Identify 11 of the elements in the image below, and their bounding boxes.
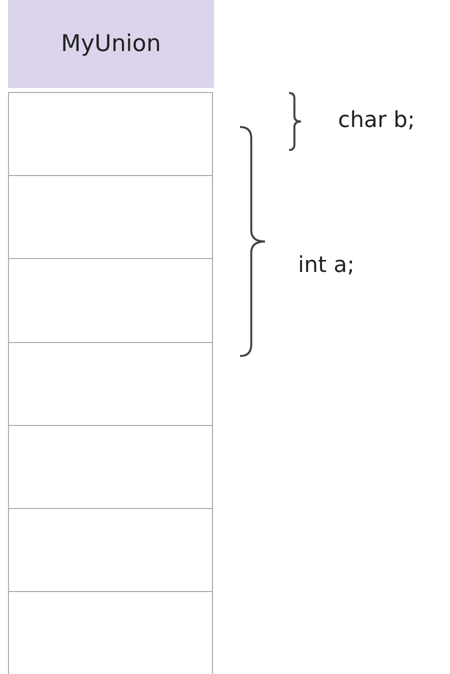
memory-cell [8, 342, 213, 426]
memory-cell [8, 591, 213, 674]
header-box [8, 0, 214, 88]
field-declaration: int a; [298, 253, 355, 278]
memory-cell [8, 508, 213, 592]
field-declaration: char b; [338, 108, 415, 133]
memory-cell [8, 92, 213, 176]
union-name: MyUnion [61, 31, 161, 57]
memory-cell [8, 425, 213, 509]
memory-cell [8, 175, 213, 259]
memory-cell [8, 258, 213, 343]
